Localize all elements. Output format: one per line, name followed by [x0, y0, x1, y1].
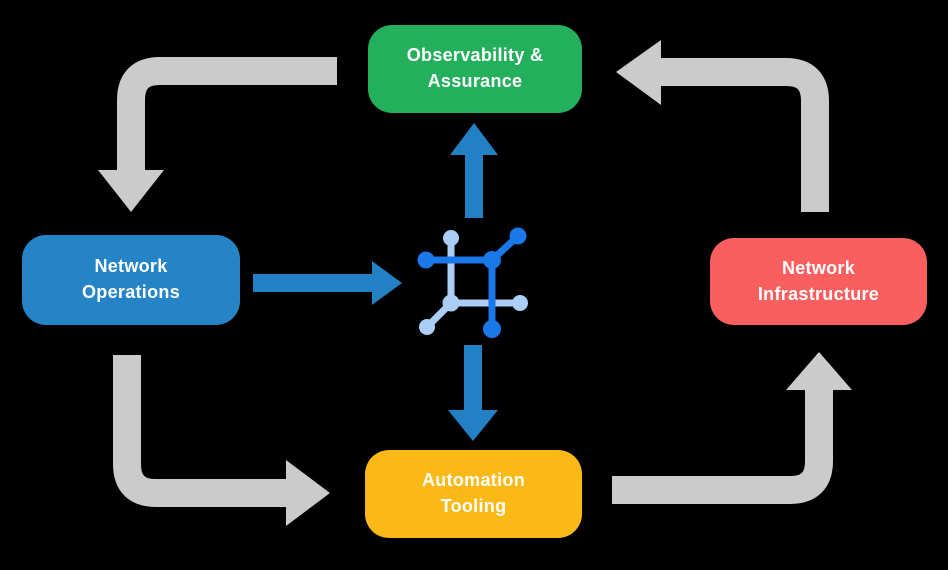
node-label-line: Assurance	[427, 71, 523, 91]
node-label-line: Automation	[422, 470, 525, 491]
node-observability-assurance: Observability & Assurance	[368, 25, 582, 113]
node-label-line: Operations	[81, 282, 181, 302]
node-label-line: Observability &	[406, 45, 544, 66]
node-network-infrastructure: Network Infrastructure	[710, 238, 927, 325]
arrow-operations-to-automation	[113, 355, 330, 526]
arrow-center-to-observability	[450, 123, 498, 218]
arrow-center-to-automation	[448, 345, 498, 441]
arrow-operations-to-center	[253, 261, 402, 305]
node-automation-tooling: Automation Tooling	[365, 450, 582, 538]
network-mesh-icon	[417, 227, 528, 338]
node-label-line: Tooling	[440, 496, 507, 516]
arrow-automation-to-infrastructure	[612, 352, 852, 504]
arrow-observability-to-operations	[98, 57, 337, 212]
node-network-operations: Network Operations	[22, 235, 240, 325]
node-label-line: Network	[781, 257, 856, 278]
arrow-infrastructure-to-observability	[616, 40, 829, 212]
node-label-line: Infrastructure	[757, 283, 880, 304]
node-label-line: Network	[94, 256, 168, 277]
